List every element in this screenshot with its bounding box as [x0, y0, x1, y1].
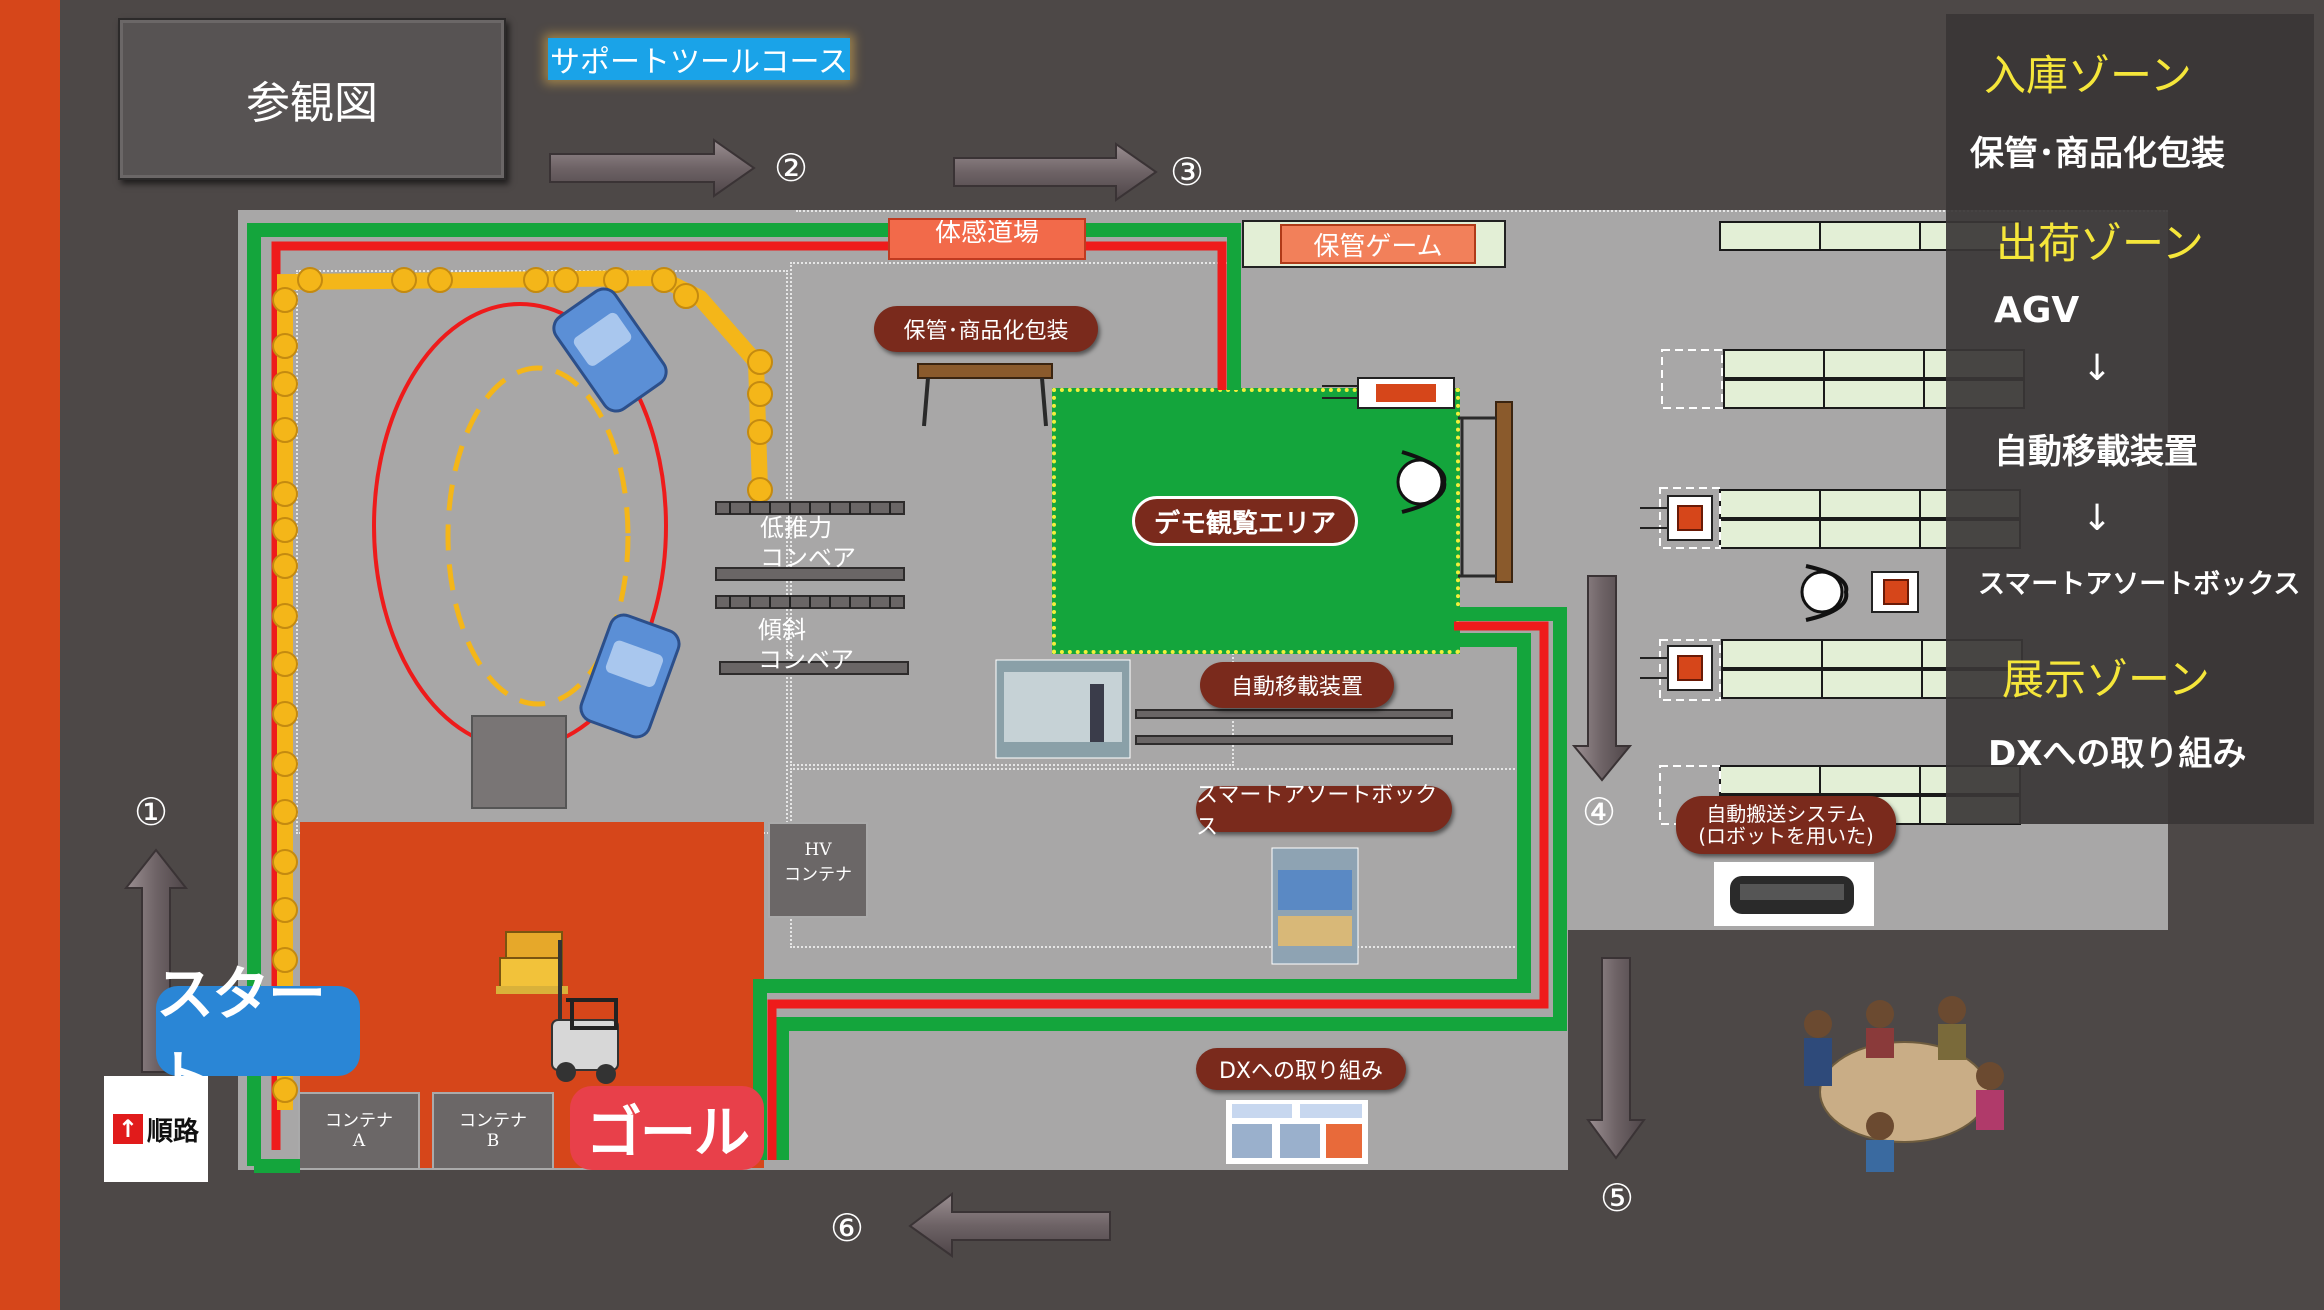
legend-zone-out: 出荷ゾーン [1996, 219, 2204, 268]
forklift-icon [496, 931, 619, 1084]
container-a-line2: A [352, 1131, 366, 1151]
pill-smart-sort: スマートアソートボックス [1196, 783, 1452, 840]
pill-hokan-text: 保管･商品化包装 [903, 319, 1069, 344]
photo-auto-transfer [995, 659, 1131, 759]
transfer-cores [1677, 505, 1909, 681]
table-hokan [917, 363, 1053, 427]
container-a: コンテナ A [298, 1092, 420, 1170]
legend-agv: AGV [1994, 290, 2080, 331]
page-title: 参観図 [246, 78, 378, 129]
pill-hokan: 保管･商品化包装 [874, 306, 1098, 352]
meeting-clipart [1804, 996, 2004, 1172]
blue-car-1 [552, 287, 668, 413]
legend-panel [1946, 14, 2314, 824]
legend-zone-in: 入庫ゾーン [1984, 51, 2192, 100]
pill-dx: DXへの取り組み [1196, 1048, 1406, 1090]
container-b-line1: コンテナ [459, 1111, 527, 1131]
incline-label-1: 傾斜 [758, 616, 806, 644]
step-2: ② [774, 146, 809, 190]
photo-dx [1226, 1100, 1368, 1164]
agv-top [1322, 377, 1455, 409]
route-sign: ↑ 順路 [104, 1076, 208, 1182]
hv-container-line1: HV [804, 840, 832, 860]
roller-ticks [729, 502, 891, 608]
legend-show-item: DXへの取り組み [1988, 734, 2247, 774]
pill-auto-transport: 自動搬送システム (ロボットを用いた) [1676, 796, 1896, 854]
start-badge: スタート [156, 960, 360, 1112]
legend-out-smart: スマートアソートボックス [1978, 569, 2301, 600]
left-accent-bar [0, 0, 60, 1310]
step-3: ③ [1170, 150, 1205, 194]
step-1: ① [134, 790, 169, 834]
blue-car-2 [579, 613, 681, 739]
course-label: サポートツールコース [550, 45, 848, 80]
title-box: 参観図 [118, 18, 506, 180]
hv-container: HV コンテナ [768, 822, 868, 918]
hokan-game-label: 保管ゲーム [1313, 231, 1443, 262]
photo-smart-sort [1271, 847, 1359, 965]
pill-dx-text: DXへの取り組み [1218, 1059, 1383, 1084]
green-route [247, 223, 1567, 1173]
step-6: ⑥ [830, 1206, 865, 1250]
transfer-lines [1640, 507, 1668, 679]
low-thrust-label-1: 低推力 [760, 514, 832, 542]
photo-robot [1714, 862, 1874, 926]
legend-zone-show: 展示ゾーン [2002, 655, 2210, 704]
legend-in-item: 保管･商品化包装 [1970, 134, 2225, 174]
pill-auto-transfer: 自動移載装置 [1200, 662, 1394, 708]
hv-container-line2: コンテナ [784, 865, 852, 885]
red-route [271, 241, 1549, 1160]
gray-pad [471, 715, 567, 809]
incline-label-2: コンベア [758, 646, 854, 674]
low-thrust-label-2: コンベア [760, 544, 856, 572]
goal-label: ゴール [586, 1100, 750, 1166]
taikan-dojo-box: 体感道場 [888, 218, 1086, 260]
flow-arrows [123, 138, 1646, 1258]
person-icon-demo [1396, 450, 1447, 514]
side-table [1458, 401, 1513, 583]
step-5: ⑤ [1600, 1176, 1635, 1220]
legend-out-transfer: 自動移載装置 [1994, 432, 2198, 472]
step-4: ④ [1582, 790, 1617, 834]
person-icon-right [1800, 564, 1849, 622]
route-text: 順路 [146, 1116, 199, 1147]
pill-smart-sort-text: スマートアソートボックス [1196, 783, 1438, 840]
container-a-line1: コンテナ [325, 1111, 393, 1131]
yellow-dashed-oval [445, 365, 631, 707]
pill-auto-transfer-text: 自動移載装置 [1230, 675, 1363, 700]
route-arrow-icon: ↑ [112, 1114, 143, 1144]
goal-badge: ゴール [570, 1086, 764, 1170]
pill-auto-transport-line2: (ロボットを用いた) [1698, 824, 1874, 848]
dashed-boxes [1659, 349, 1723, 825]
hall-right-area [796, 210, 2168, 216]
taikan-dojo-label: 体感道場 [934, 218, 1039, 248]
demo-area-label-box: デモ観覧エリア [1132, 496, 1358, 546]
demo-area-label: デモ観覧エリア [1153, 508, 1336, 539]
course-badge: サポートツールコース [548, 38, 850, 80]
pill-auto-transport-line1: 自動搬送システム [1706, 802, 1866, 826]
container-b-line2: B [486, 1131, 500, 1151]
legend-down-arrow-2: ↓ [2082, 498, 2113, 539]
legend-down-arrow-1: ↓ [2082, 348, 2113, 389]
container-b: コンテナ B [432, 1092, 554, 1170]
hokan-game-box: 保管ゲーム [1280, 224, 1476, 264]
